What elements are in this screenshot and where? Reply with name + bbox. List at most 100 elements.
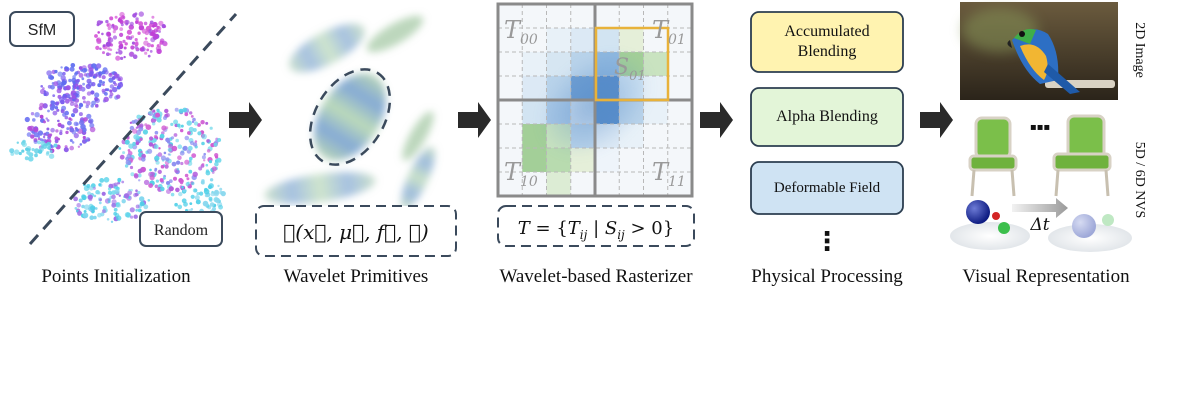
point — [116, 94, 121, 99]
point — [217, 184, 220, 188]
point — [153, 144, 159, 150]
point — [208, 196, 213, 201]
point — [152, 138, 157, 143]
raster-cell — [667, 28, 692, 52]
point — [147, 148, 153, 154]
random-point-cloud — [73, 107, 226, 223]
point — [91, 82, 96, 87]
point — [205, 170, 211, 176]
point — [91, 100, 96, 106]
point — [213, 142, 218, 147]
wavelet-blob — [366, 15, 424, 53]
point — [116, 215, 122, 221]
alpha-blending-label: Alpha Blending — [776, 108, 878, 125]
point — [186, 120, 192, 126]
point — [218, 204, 224, 210]
flow-arrow-3 — [700, 102, 733, 138]
point — [138, 179, 141, 182]
visual-representation-panel: 2D Image ▪▪▪ 5D / 6D NVS Δt — [950, 2, 1147, 252]
point — [114, 15, 118, 19]
point — [45, 152, 50, 156]
raster-cell — [667, 76, 692, 100]
point — [94, 207, 98, 210]
point — [89, 74, 93, 77]
point — [109, 48, 113, 52]
point — [211, 171, 215, 174]
point — [117, 84, 121, 88]
flow-arrow-2 — [458, 102, 491, 138]
point — [170, 122, 174, 126]
raster-cell — [498, 148, 523, 172]
point — [51, 104, 56, 109]
point — [163, 151, 167, 155]
point — [129, 165, 134, 170]
point — [30, 112, 35, 116]
point — [194, 195, 200, 201]
point — [180, 179, 184, 183]
point — [148, 142, 154, 147]
point — [130, 172, 135, 177]
raster-cell — [643, 28, 668, 52]
point — [108, 72, 113, 78]
point — [189, 156, 193, 161]
deformable-field-box — [750, 161, 904, 215]
point — [118, 194, 122, 197]
raster-cell — [595, 172, 620, 196]
point — [205, 121, 209, 125]
point — [98, 73, 102, 77]
raster-cell — [595, 4, 620, 28]
point — [119, 32, 124, 38]
point — [108, 183, 114, 189]
point — [57, 137, 60, 141]
point — [107, 37, 114, 43]
point — [139, 123, 144, 128]
point — [147, 199, 151, 202]
point — [86, 113, 92, 119]
point — [88, 197, 93, 202]
raster-cell — [619, 148, 644, 172]
raster-cell — [498, 52, 523, 76]
point — [206, 139, 210, 143]
point — [147, 54, 151, 58]
point — [122, 39, 126, 44]
point — [83, 210, 87, 213]
point — [47, 109, 50, 113]
point — [93, 194, 97, 198]
point — [53, 143, 58, 148]
point — [142, 129, 148, 135]
point — [78, 66, 83, 70]
point — [75, 71, 79, 75]
point — [138, 25, 145, 31]
nvs-side-label: 5D / 6D NVS — [1132, 142, 1147, 219]
flow-arrow-1 — [229, 102, 262, 138]
point — [72, 107, 79, 114]
point — [180, 124, 184, 128]
point — [63, 147, 69, 153]
point — [119, 11, 125, 18]
point — [191, 153, 197, 159]
raster-cell — [522, 4, 547, 28]
point — [68, 96, 73, 102]
point — [76, 79, 80, 83]
point — [130, 45, 135, 50]
point — [98, 183, 102, 187]
point — [208, 183, 214, 189]
point — [91, 210, 95, 214]
point — [46, 70, 52, 76]
point — [112, 86, 118, 93]
point — [135, 47, 139, 51]
point — [75, 104, 79, 109]
point — [30, 134, 35, 139]
point — [122, 151, 126, 155]
point — [42, 87, 45, 90]
point — [74, 86, 77, 90]
point — [177, 155, 182, 160]
sphere-green-moved — [1102, 214, 1114, 226]
point — [69, 145, 74, 151]
point — [184, 135, 190, 141]
point — [167, 147, 172, 152]
points-initialization-panel: SfM Random — [9, 11, 238, 247]
point — [82, 82, 85, 86]
point — [178, 108, 184, 114]
point — [139, 196, 145, 202]
